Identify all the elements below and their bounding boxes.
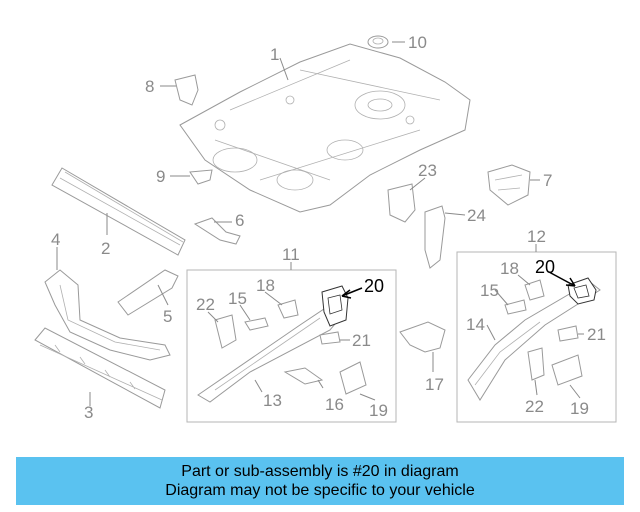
callout-5[interactable]: 5 (163, 307, 172, 326)
callout-16[interactable]: 16 (325, 395, 344, 414)
callout-12[interactable]: 12 (527, 227, 546, 246)
group-box-11 (186, 262, 397, 423)
part-9-bracket[interactable] (189, 169, 213, 185)
callout-8[interactable]: 8 (145, 77, 154, 96)
part-7-bracket[interactable] (487, 164, 531, 206)
callout-19-left[interactable]: 19 (369, 401, 388, 420)
part-1-floor-pan[interactable] (179, 43, 471, 213)
part-8-bracket[interactable] (174, 74, 199, 106)
callout-18-left[interactable]: 18 (256, 276, 275, 295)
part-22-bracket-left[interactable] (214, 314, 237, 349)
callout-3[interactable]: 3 (84, 403, 93, 422)
callout-22-right[interactable]: 22 (525, 397, 544, 416)
callout-17[interactable]: 17 (425, 375, 444, 394)
part-18-bracket-left[interactable] (277, 299, 299, 319)
part-21-block-left[interactable] (319, 331, 341, 345)
part-2-crossmember[interactable] (51, 167, 186, 256)
callout-22-left[interactable]: 22 (196, 295, 215, 314)
part-10-plug[interactable] (367, 35, 389, 49)
group-box-12 (456, 244, 617, 423)
part-16-bracket[interactable] (283, 367, 324, 385)
part-20-highlight-left[interactable] (321, 285, 349, 327)
callout-7[interactable]: 7 (543, 171, 552, 190)
callout-18-right[interactable]: 18 (500, 259, 519, 278)
part-20-bracket-left[interactable] (321, 285, 349, 327)
callout-15-left[interactable]: 15 (228, 289, 247, 308)
part-21-block-right[interactable] (557, 325, 579, 342)
part-20-highlight-right[interactable] (567, 277, 597, 305)
callout-24[interactable]: 24 (467, 206, 486, 225)
callout-10[interactable]: 10 (408, 33, 427, 52)
part-5-gusset[interactable] (117, 269, 179, 316)
part-22-bracket-right[interactable] (527, 347, 545, 381)
part-3-rear-member[interactable] (34, 327, 166, 409)
part-23-bracket[interactable] (387, 183, 416, 223)
callout-20-right[interactable]: 20 (535, 257, 555, 277)
callout-labels: 1 10 8 9 2 6 7 23 24 4 5 3 17 11 12 22 1… (51, 33, 606, 422)
part-17-bracket[interactable] (399, 321, 446, 353)
info-banner: Part or sub-assembly is #20 in diagram D… (16, 457, 624, 505)
callout-1[interactable]: 1 (270, 45, 279, 64)
callout-14[interactable]: 14 (466, 315, 485, 334)
banner-line-2: Diagram may not be specific to your vehi… (165, 482, 475, 499)
part-19-bracket-left[interactable] (339, 361, 367, 395)
part-6-brace[interactable] (193, 217, 241, 245)
callout-9[interactable]: 9 (156, 167, 165, 186)
callout-2[interactable]: 2 (101, 239, 110, 258)
callout-13[interactable]: 13 (263, 391, 282, 410)
callout-20-left[interactable]: 20 (364, 276, 384, 296)
part-4-side-rail[interactable] (44, 269, 171, 361)
banner-line-1: Part or sub-assembly is #20 in diagram (181, 463, 459, 480)
leader-lines (56, 41, 584, 406)
callout-15-right[interactable]: 15 (480, 281, 499, 300)
part-24-bracket[interactable] (424, 205, 446, 269)
callout-19-right[interactable]: 19 (570, 399, 589, 418)
part-15-plate-right[interactable] (504, 299, 527, 315)
part-19-bracket-right[interactable] (551, 354, 583, 386)
callout-21-right[interactable]: 21 (587, 325, 606, 344)
callout-21-left[interactable]: 21 (352, 331, 371, 350)
callout-11[interactable]: 11 (282, 245, 300, 264)
callout-23[interactable]: 23 (418, 161, 437, 180)
part-20-bracket-right[interactable] (567, 277, 597, 305)
parts-diagram: 1 10 8 9 2 6 7 23 24 4 5 3 17 11 12 22 1… (34, 33, 617, 423)
callout-4[interactable]: 4 (51, 230, 60, 249)
part-15-plate-left[interactable] (244, 317, 269, 331)
callout-6[interactable]: 6 (235, 211, 244, 230)
